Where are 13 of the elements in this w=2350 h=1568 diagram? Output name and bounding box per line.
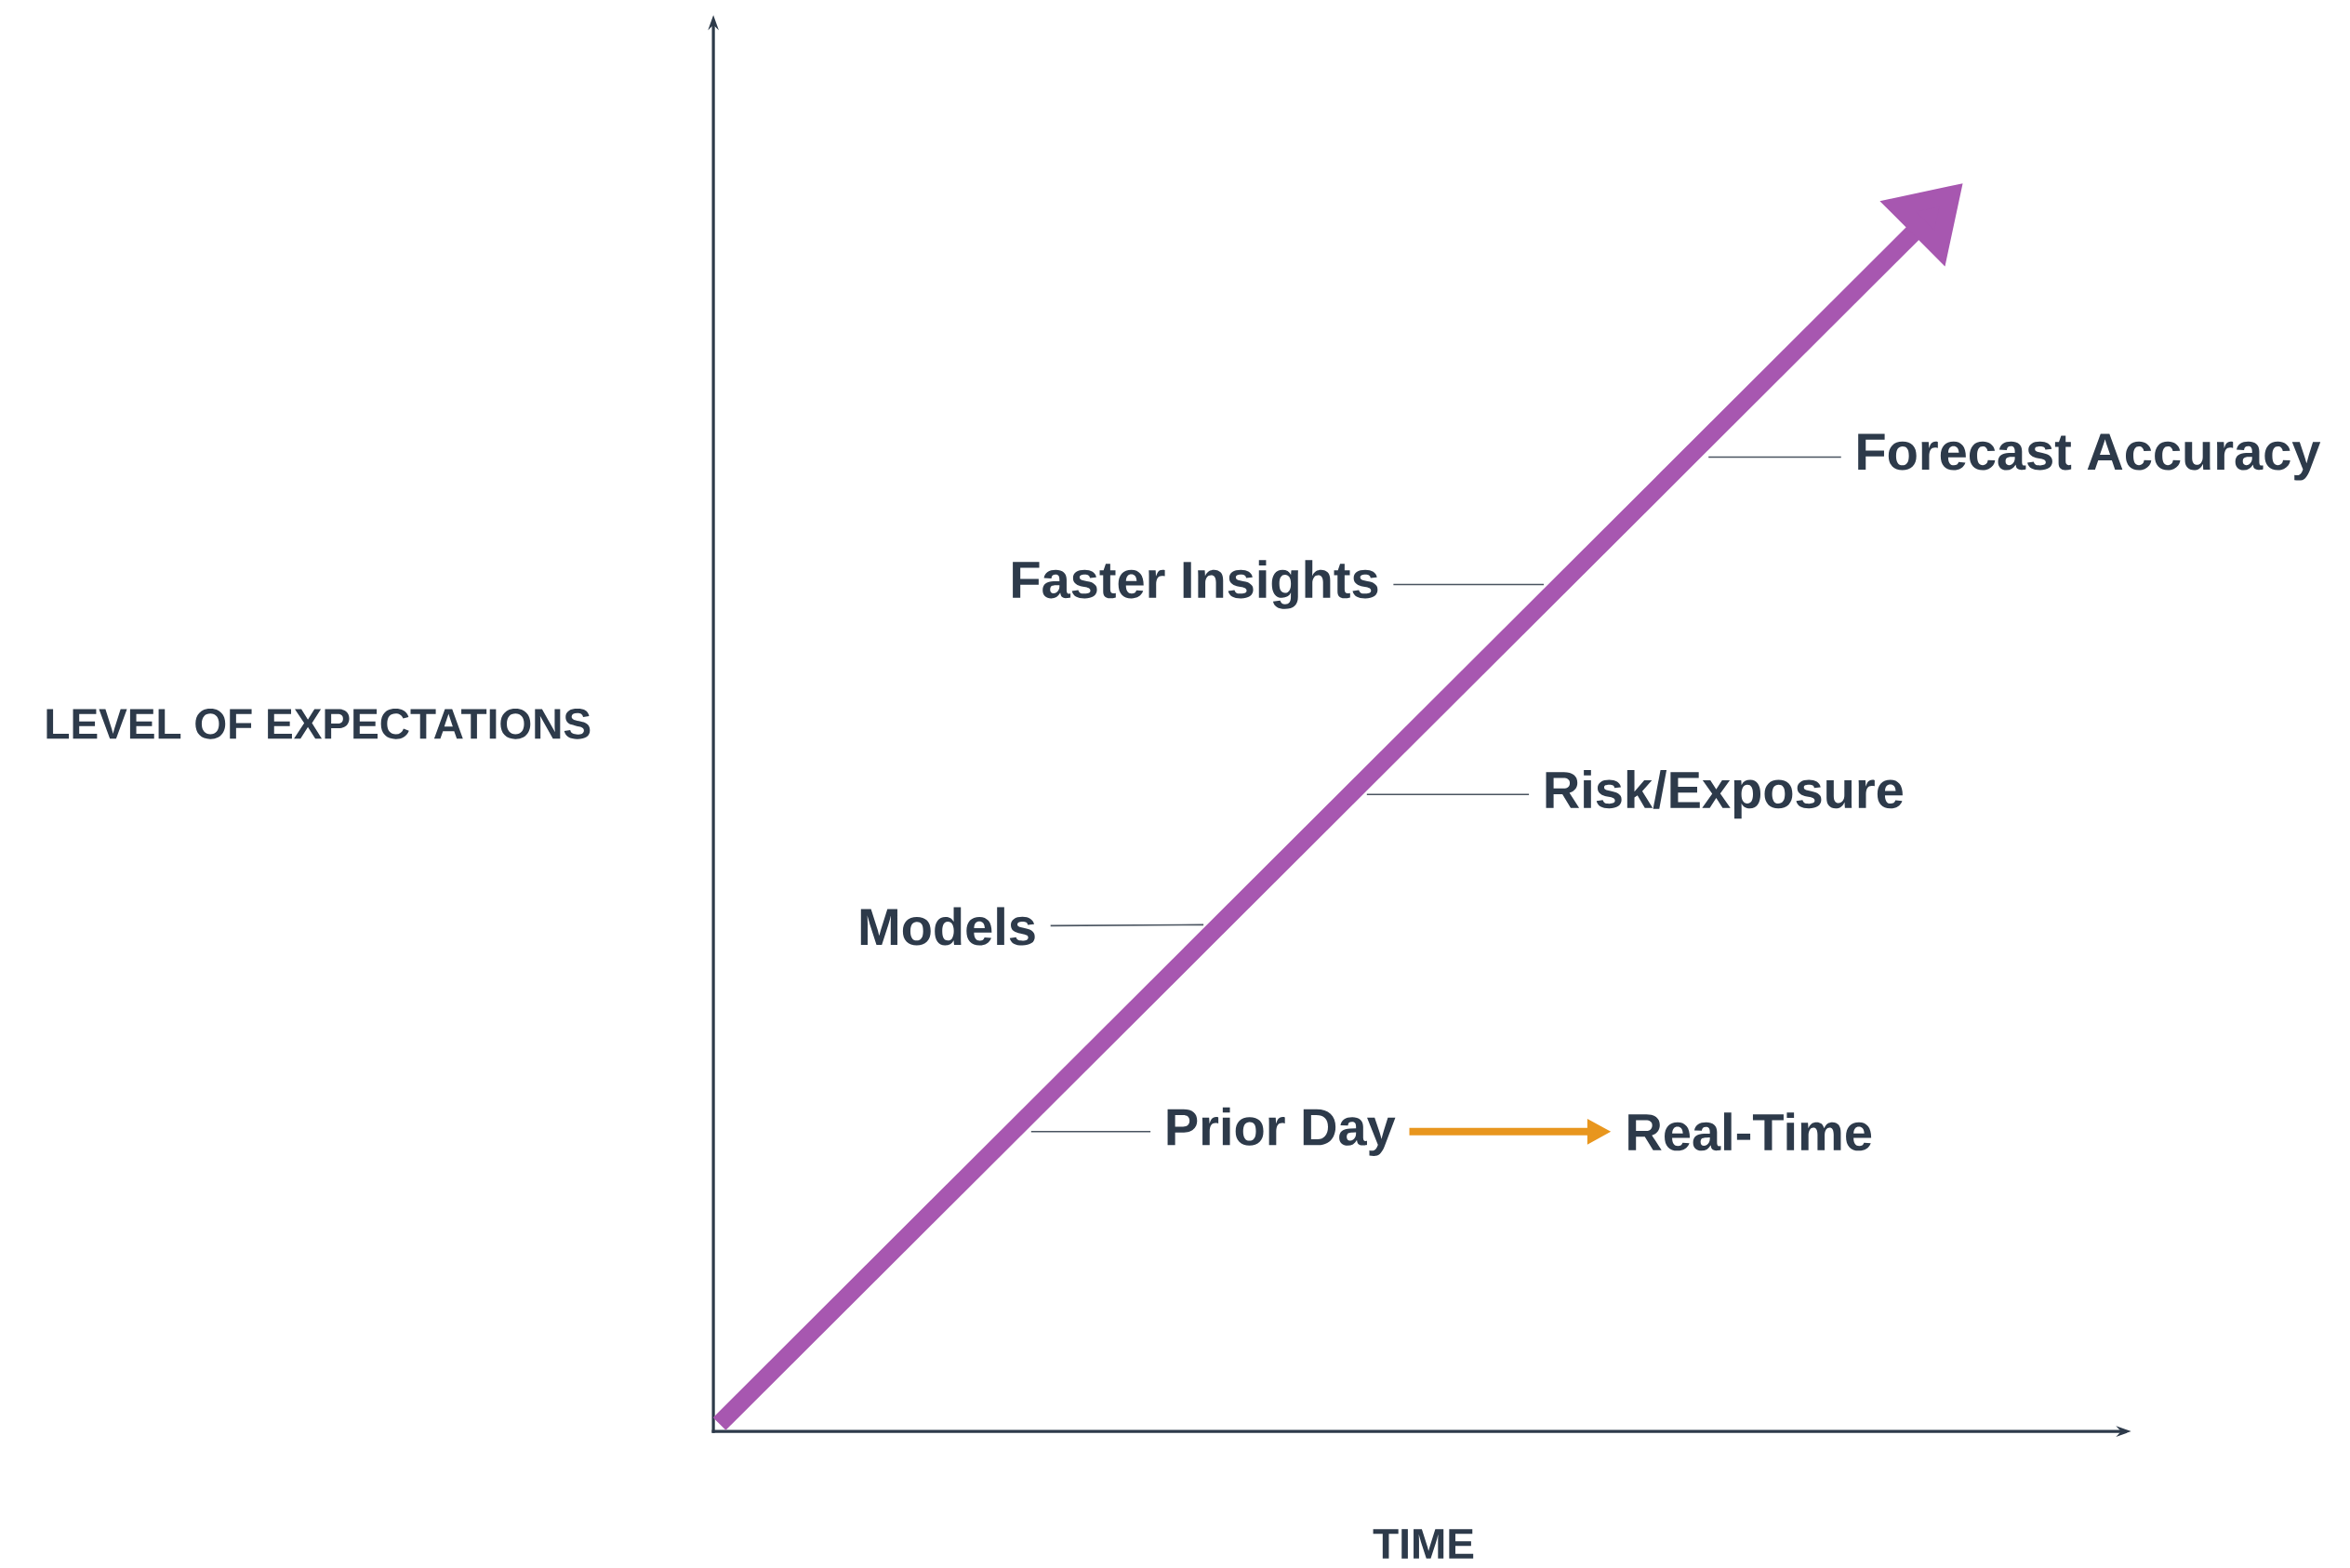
leader-line	[1392, 583, 1545, 586]
stage-label: Models	[860, 907, 1035, 946]
axis-title: TIME	[1373, 1529, 1474, 1559]
stage-label: Faster Insights	[1013, 560, 1378, 609]
leader-line	[1030, 1131, 1151, 1133]
leader-line	[1707, 456, 1842, 458]
leader-line	[1049, 924, 1204, 927]
axis-title: LEVEL OF EXPECTATIONS	[46, 709, 591, 739]
stage-label: Prior Day	[1167, 1107, 1396, 1156]
stage-label: Forecast Accuracy	[1858, 433, 2321, 481]
leader-line	[1366, 793, 1530, 795]
stage-label: Risk/Exposure	[1546, 770, 1903, 819]
stage-label: Real-Time	[1628, 1112, 1872, 1151]
